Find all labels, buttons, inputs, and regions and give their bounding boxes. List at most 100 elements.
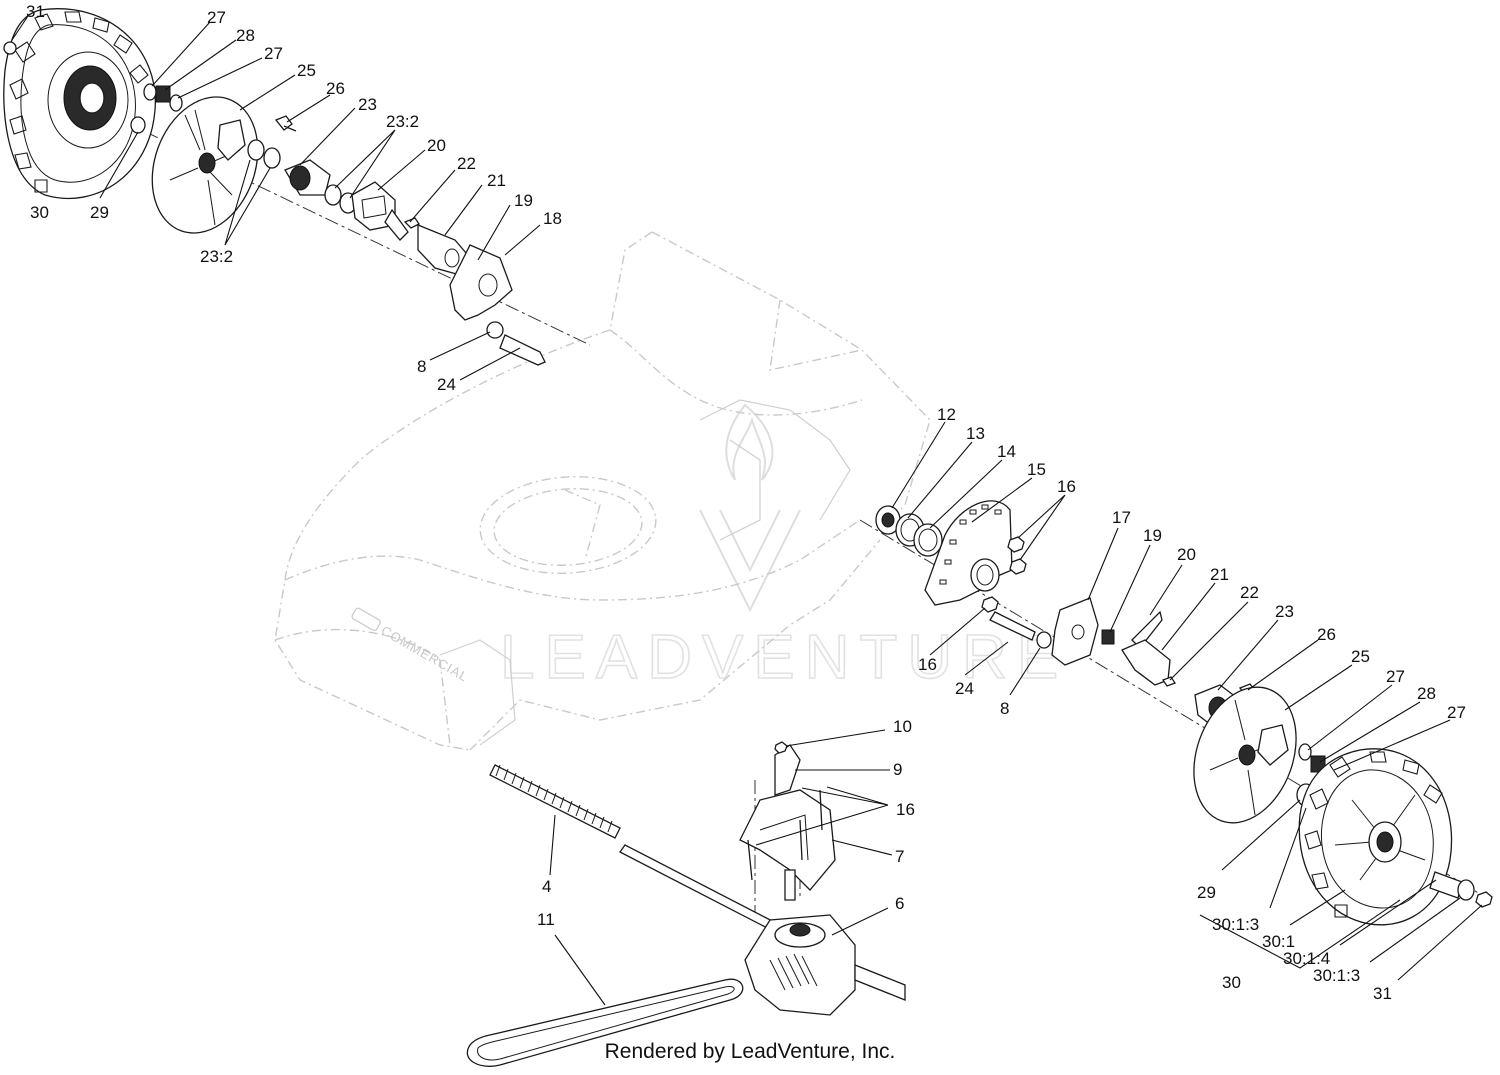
callout-19-right: 19 <box>1143 526 1162 545</box>
callout-20-left: 20 <box>427 136 446 155</box>
right-bearings <box>875 505 943 557</box>
callout-23-2-left-a: 23:2 <box>386 112 419 131</box>
callout-30-1: 30:1 <box>1262 932 1295 951</box>
bolt-16-b <box>799 819 803 861</box>
callout-28-left: 28 <box>236 26 255 45</box>
right-nut-16c <box>981 596 999 613</box>
callout-15: 15 <box>1027 460 1046 479</box>
callout-29-right: 29 <box>1197 883 1216 902</box>
bolt-16-c <box>819 789 823 831</box>
deck-brand-text: COMMERCIAL <box>379 623 471 685</box>
left-pinion-gear <box>143 83 183 112</box>
left-plate-hole <box>444 248 460 268</box>
callout-6: 6 <box>895 894 904 913</box>
callout-17: 17 <box>1112 508 1131 527</box>
callout-31-right: 31 <box>1373 984 1392 1003</box>
left-wheel <box>3 8 156 200</box>
callout-8-left: 8 <box>417 357 426 376</box>
callout-23-right: 23 <box>1275 602 1294 621</box>
callout-30-1-4: 30:1:4 <box>1283 949 1330 968</box>
right-wheel <box>1298 748 1453 926</box>
left-bolt-24 <box>499 334 546 366</box>
callout-7: 7 <box>895 847 904 866</box>
right-spring-19 <box>1101 629 1115 645</box>
left-washer-23-2c <box>324 184 342 206</box>
drive-belt <box>466 978 744 1067</box>
leadventure-flame-logo <box>699 403 801 613</box>
callout-26-left: 26 <box>326 79 345 98</box>
left-height-plate <box>449 244 513 321</box>
left-ratchet-hub <box>284 159 331 196</box>
callout-10: 10 <box>893 717 912 736</box>
transmission-gearbox <box>744 914 906 1016</box>
callout-18-left: 18 <box>543 209 562 228</box>
callout-21-left: 21 <box>487 171 506 190</box>
callout-26-right: 26 <box>1317 625 1336 644</box>
right-height-sector <box>924 500 1013 606</box>
left-wheel-cap-31 <box>3 41 17 55</box>
callout-23-2-left-b: 23:2 <box>200 247 233 266</box>
left-wheel-cover <box>151 96 259 234</box>
callout-31-left: 31 <box>26 2 45 21</box>
callout-30-right: 30 <box>1222 973 1241 992</box>
right-nut-16b <box>1009 558 1027 575</box>
callout-22-right: 22 <box>1240 583 1259 602</box>
right-lever-plate-17 <box>1051 597 1099 666</box>
callout-30-left: 30 <box>30 203 49 222</box>
callout-22-left: 22 <box>457 154 476 173</box>
right-washer-8 <box>1036 631 1052 649</box>
right-wheel-nut-31 <box>1475 891 1493 908</box>
left-washer-23-2a <box>247 139 265 161</box>
left-bushing <box>351 181 409 241</box>
callout-24-left: 24 <box>437 375 456 394</box>
callout-11: 11 <box>537 910 555 929</box>
right-pivot-plate-21 <box>1121 639 1171 686</box>
left-washer-23-2b <box>263 147 281 169</box>
callout-29-left: 29 <box>90 203 109 222</box>
callout-labels: 31 27 28 27 25 26 23 23:2 20 22 21 19 18… <box>26 2 1466 1003</box>
left-washer-8 <box>486 321 504 339</box>
callout-28-right: 28 <box>1417 684 1436 703</box>
callout-20-right: 20 <box>1177 545 1196 564</box>
bolt-16-a <box>747 839 753 881</box>
callout-27-right-a: 27 <box>1386 667 1405 686</box>
brand-badge-icon <box>351 607 381 632</box>
callout-25-right: 25 <box>1351 647 1370 666</box>
callout-16-gearbox: 16 <box>896 800 915 819</box>
gearbox-bracket <box>739 744 836 891</box>
callout-30-1-3-b: 30:1:3 <box>1313 966 1360 985</box>
callout-16-right-b: 16 <box>918 655 937 674</box>
callout-4: 4 <box>542 877 551 896</box>
drive-shaft <box>489 764 781 933</box>
callout-9: 9 <box>893 760 902 779</box>
gearbox-pin <box>784 869 796 901</box>
right-wheel-cover <box>1193 686 1297 824</box>
right-bolt-24 <box>989 611 1036 641</box>
callout-27-left-a: 27 <box>207 8 226 27</box>
right-nut-16a <box>1007 536 1025 553</box>
watermark-text: LEADVENTURE <box>500 623 1068 692</box>
callout-30-1-3-a: 30:1:3 <box>1212 915 1259 934</box>
left-bolt-26 <box>274 115 297 132</box>
right-plate-hole <box>1071 624 1085 640</box>
callout-14: 14 <box>997 442 1016 461</box>
render-credit: Rendered by LeadVenture, Inc. <box>604 1040 896 1063</box>
right-screw-22 <box>1162 676 1176 687</box>
leader-lines <box>11 15 1483 1006</box>
left-axle-centerline <box>99 109 591 346</box>
callout-8-right: 8 <box>1000 699 1009 718</box>
callout-12: 12 <box>937 405 956 424</box>
callout-27-left-b: 27 <box>264 44 283 63</box>
callout-21-right: 21 <box>1210 565 1229 584</box>
callout-24-right: 24 <box>955 679 974 698</box>
callout-13: 13 <box>966 424 985 443</box>
nut-10 <box>774 741 788 754</box>
left-washer-29 <box>130 116 146 134</box>
callout-25-left: 25 <box>297 61 316 80</box>
callout-23-left: 23 <box>358 95 377 114</box>
callout-27-right-b: 27 <box>1447 703 1466 722</box>
callout-16-right-a: 16 <box>1057 477 1076 496</box>
callout-19-left: 19 <box>514 191 533 210</box>
